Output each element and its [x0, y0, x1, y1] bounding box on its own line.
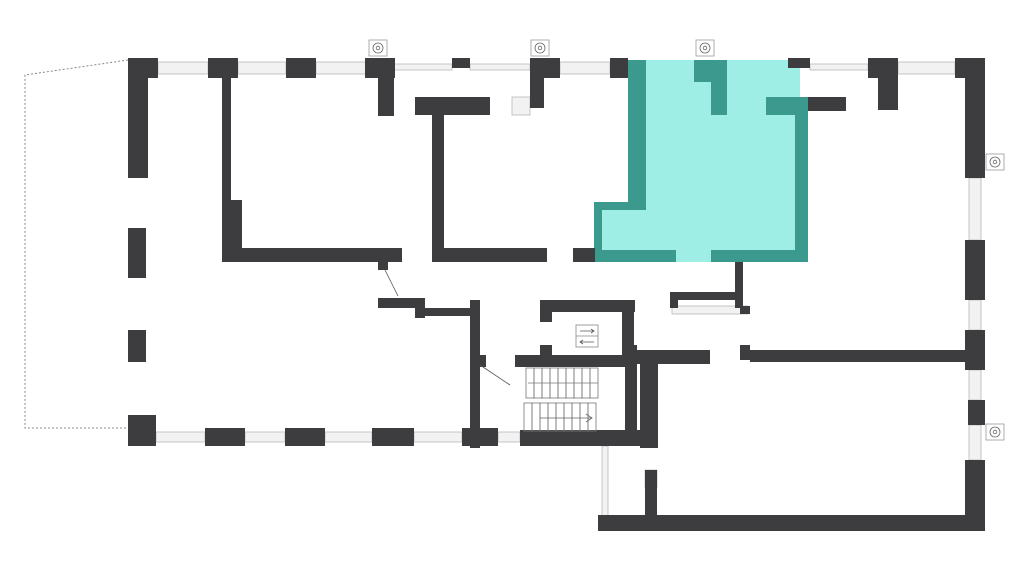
- staircase: [523, 367, 599, 432]
- wall: [610, 58, 628, 78]
- wall: [432, 115, 444, 250]
- wall: [378, 248, 388, 270]
- wall: [208, 58, 238, 78]
- stair-step: [587, 402, 597, 432]
- wall: [670, 292, 740, 300]
- ventilation-icon: [985, 153, 1005, 171]
- wall: [645, 470, 657, 525]
- wall: [968, 400, 985, 425]
- wall: [750, 350, 970, 362]
- wall: [452, 58, 470, 68]
- stair-step: [523, 402, 533, 432]
- wall: [625, 345, 637, 445]
- wall: [415, 97, 490, 115]
- stair-step: [563, 402, 573, 432]
- stair-step: [539, 402, 549, 432]
- wall: [630, 350, 710, 364]
- wall: [965, 460, 985, 530]
- wall: [128, 428, 156, 446]
- terrace-outline: [24, 59, 129, 429]
- wall: [735, 262, 743, 308]
- wall: [540, 345, 552, 365]
- windows: [155, 61, 982, 517]
- wall: [788, 58, 810, 68]
- wall: [965, 240, 985, 300]
- wall: [878, 58, 898, 110]
- wall: [670, 292, 678, 308]
- wall: [530, 58, 544, 108]
- stair-step: [579, 402, 589, 432]
- wall: [640, 430, 658, 448]
- wall: [231, 200, 242, 250]
- wall: [128, 330, 146, 362]
- ventilation-icon: [368, 39, 388, 57]
- wall: [540, 300, 552, 322]
- ventilation-icon: [985, 423, 1005, 441]
- ventilation-icon: [530, 39, 550, 57]
- wall: [378, 58, 394, 116]
- walls: [128, 58, 985, 531]
- selected-room[interactable]: [594, 60, 808, 262]
- wall: [205, 428, 245, 446]
- wall: [515, 355, 635, 367]
- stair-step: [571, 402, 581, 432]
- wall: [372, 428, 414, 446]
- stair-step: [531, 402, 541, 432]
- wall: [378, 298, 423, 308]
- stair-step: [555, 402, 565, 432]
- wall: [573, 248, 595, 262]
- wall: [540, 300, 635, 312]
- wall: [420, 308, 475, 316]
- wall: [285, 428, 325, 446]
- wall: [470, 300, 480, 448]
- wall: [128, 228, 146, 278]
- wall: [432, 248, 547, 262]
- wall: [128, 58, 148, 178]
- wall: [740, 306, 750, 314]
- wall: [222, 248, 402, 262]
- wall: [478, 355, 486, 367]
- wall: [598, 515, 610, 531]
- selected-room-walls: [594, 60, 808, 262]
- wall: [965, 58, 985, 178]
- wall: [286, 58, 316, 78]
- wall: [740, 345, 750, 360]
- elevator-arrows-icon: [575, 324, 599, 348]
- stair-step: [547, 402, 557, 432]
- stair-direction-arrow-icon: [540, 413, 593, 423]
- wall: [520, 430, 642, 446]
- wall: [640, 362, 658, 448]
- door-swing: [384, 269, 511, 386]
- wall: [808, 97, 846, 111]
- ventilation-icon: [695, 39, 715, 57]
- wall: [222, 75, 231, 250]
- wall: [598, 515, 985, 531]
